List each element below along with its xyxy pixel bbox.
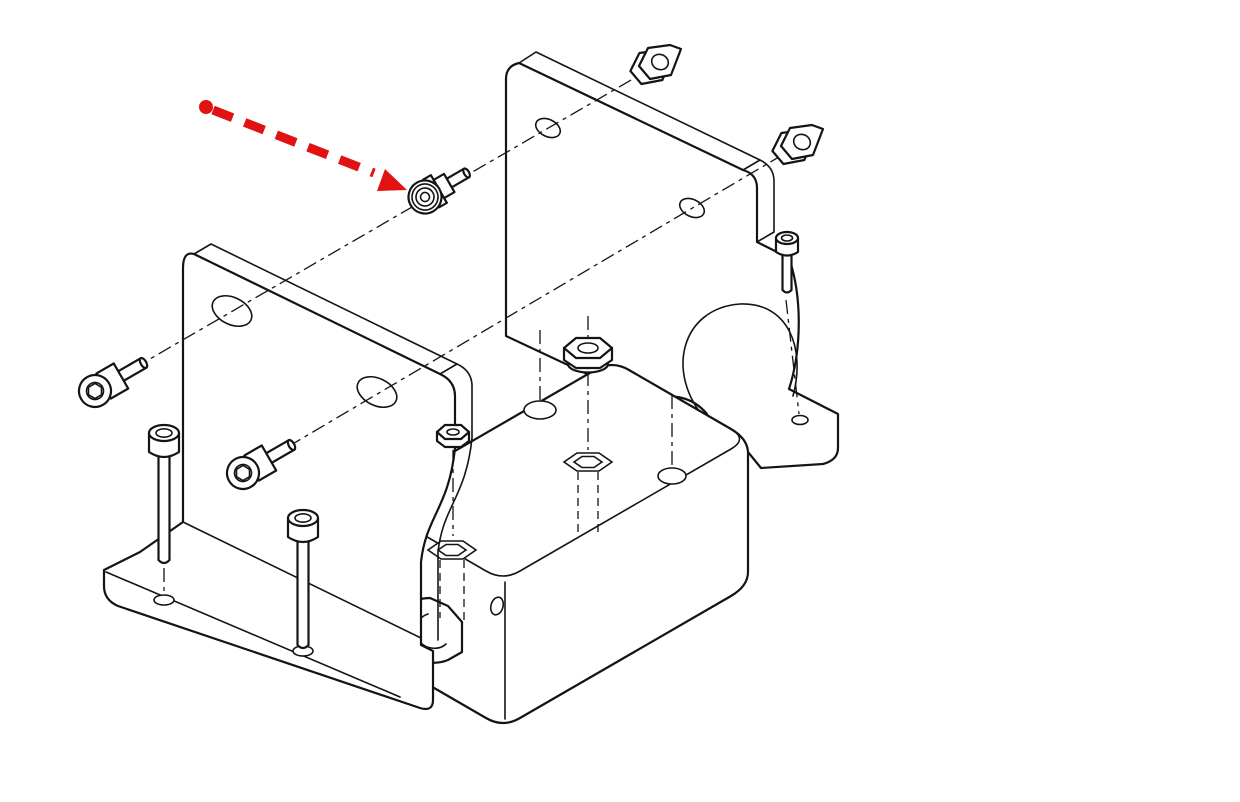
screw-long-2 bbox=[286, 508, 320, 650]
base-block-hex-pocket-2-inner bbox=[436, 543, 468, 557]
flanged-screw-shaft-end bbox=[462, 167, 471, 179]
centerline-axis-2 bbox=[239, 140, 807, 476]
pointer-arrow bbox=[199, 100, 407, 191]
small-screw-shaft bbox=[781, 250, 793, 294]
screw-small bbox=[774, 230, 800, 294]
screw-1-hex-socket bbox=[87, 382, 103, 400]
long-screw-2-shaft bbox=[296, 531, 310, 650]
screw-2-shaft-end bbox=[286, 438, 297, 452]
nut-2-bore bbox=[792, 133, 812, 151]
long-screw-2-socket bbox=[294, 512, 312, 523]
screw-flanged bbox=[407, 167, 471, 215]
centerline-right-flange bbox=[785, 299, 800, 415]
screw-1-shaft-end bbox=[138, 356, 149, 370]
right-bracket-saddle-arc bbox=[682, 303, 798, 421]
hidden-bore-hex2 bbox=[439, 560, 465, 620]
long-screw-1-socket bbox=[155, 427, 173, 438]
base-block-hole-2 bbox=[657, 467, 687, 485]
pointer-arrow-dot bbox=[199, 100, 213, 114]
left-bracket-flange-hole-1 bbox=[153, 594, 175, 606]
screw-long-1 bbox=[147, 423, 181, 565]
hidden-bore-hex1 bbox=[577, 472, 599, 536]
flanged-screw-ring bbox=[411, 183, 439, 211]
hidden-bores bbox=[439, 472, 599, 620]
base-block-front-hole bbox=[489, 596, 505, 616]
hex-head bbox=[435, 423, 471, 449]
drawing-root bbox=[77, 43, 840, 725]
hex-nut-1 bbox=[629, 43, 683, 86]
screw-socket-2 bbox=[225, 438, 297, 491]
pointer-arrow-head bbox=[377, 169, 407, 191]
left-bracket-thickness-edges bbox=[193, 243, 473, 641]
flanged-screw-bore-2 bbox=[419, 191, 431, 203]
nut-1-bore bbox=[650, 53, 670, 71]
left-bracket-body bbox=[102, 252, 457, 711]
screw-socket-1 bbox=[77, 356, 149, 409]
right-bracket-flange-hole bbox=[791, 414, 809, 426]
right-bracket-thickness-edges bbox=[518, 51, 775, 243]
pointer-arrow-dashes bbox=[211, 105, 376, 178]
flange-nut bbox=[562, 336, 614, 374]
long-screw-1-shaft bbox=[157, 446, 171, 565]
small-screw-socket bbox=[780, 234, 794, 242]
base-block-hex-pocket-1-inner bbox=[572, 455, 604, 469]
flange-nut-bore bbox=[577, 342, 599, 354]
hex-nut-2 bbox=[771, 123, 825, 166]
base-block-hole-1 bbox=[523, 400, 557, 420]
fasteners bbox=[77, 43, 825, 650]
hex-head-bore bbox=[446, 428, 460, 436]
screw-2-hex-socket bbox=[235, 464, 251, 482]
